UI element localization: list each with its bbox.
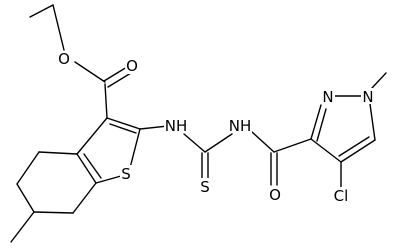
bond-c3-n2-double-b xyxy=(316,108,327,142)
bond-c2-s xyxy=(129,128,141,169)
atom-labels: O O NH NH S S O N N Cl xyxy=(57,50,375,205)
bond-c3-n2-double-a xyxy=(310,104,322,140)
bond-s-c7a xyxy=(95,175,122,184)
bond-ester-c-o-double-b xyxy=(107,72,132,88)
bond-ethyl-ch3-ch2 xyxy=(29,4,54,18)
bond-ethyl-ch2-o xyxy=(52,4,65,51)
bond-amide-c-pyrazole-c3 xyxy=(273,138,312,153)
bond-ester-o-carbonyl xyxy=(74,61,106,83)
pyrazole-nitrogen-2: N xyxy=(322,88,333,106)
bond-c7a-c3a-double-b xyxy=(83,153,102,179)
bond-n1-methyl xyxy=(371,72,387,89)
bond-c4-c3 xyxy=(310,138,342,163)
thione-sulfur: S xyxy=(200,178,210,196)
bond-c3-c2-double-a xyxy=(106,117,141,130)
ester-oxygen-double: O xyxy=(126,57,138,75)
bond-n1-c5 xyxy=(369,103,376,141)
bond-carbonyl-c3 xyxy=(104,83,108,119)
bond-c7-c7a xyxy=(72,182,97,214)
bond-c6-methyl xyxy=(10,211,35,243)
thiourea-nh-right: NH xyxy=(229,117,252,135)
bond-c4-c5 xyxy=(16,151,40,185)
bond-nh-left-cs xyxy=(183,133,206,153)
bond-nh-right-amide-c xyxy=(251,131,275,153)
chlorine-atom: Cl xyxy=(334,187,349,205)
bond-c5-c4-double-b xyxy=(338,136,370,157)
amide-oxygen: O xyxy=(269,186,281,204)
bond-c3a-c3 xyxy=(76,117,108,155)
bond-c5-c6 xyxy=(16,183,35,213)
pyrazole-nitrogen-1: N xyxy=(362,88,373,106)
bond-ester-c-o-double-a xyxy=(103,66,128,82)
thiophene-sulfur: S xyxy=(121,165,131,183)
bond-c5-c4-double-a xyxy=(340,139,376,163)
bond-c2-nh-left xyxy=(139,125,169,130)
bond-c3-c2-double-b xyxy=(109,123,137,134)
bond-cs-nh-right xyxy=(204,133,233,153)
ester-oxygen-single: O xyxy=(58,50,70,68)
bond-c7a-c3a-double-a xyxy=(76,153,97,184)
bond-c3a-c4 xyxy=(38,151,78,155)
bond-c6-c7 xyxy=(33,211,74,214)
bond-lines xyxy=(10,4,387,243)
thiourea-nh-left: NH xyxy=(165,117,188,135)
